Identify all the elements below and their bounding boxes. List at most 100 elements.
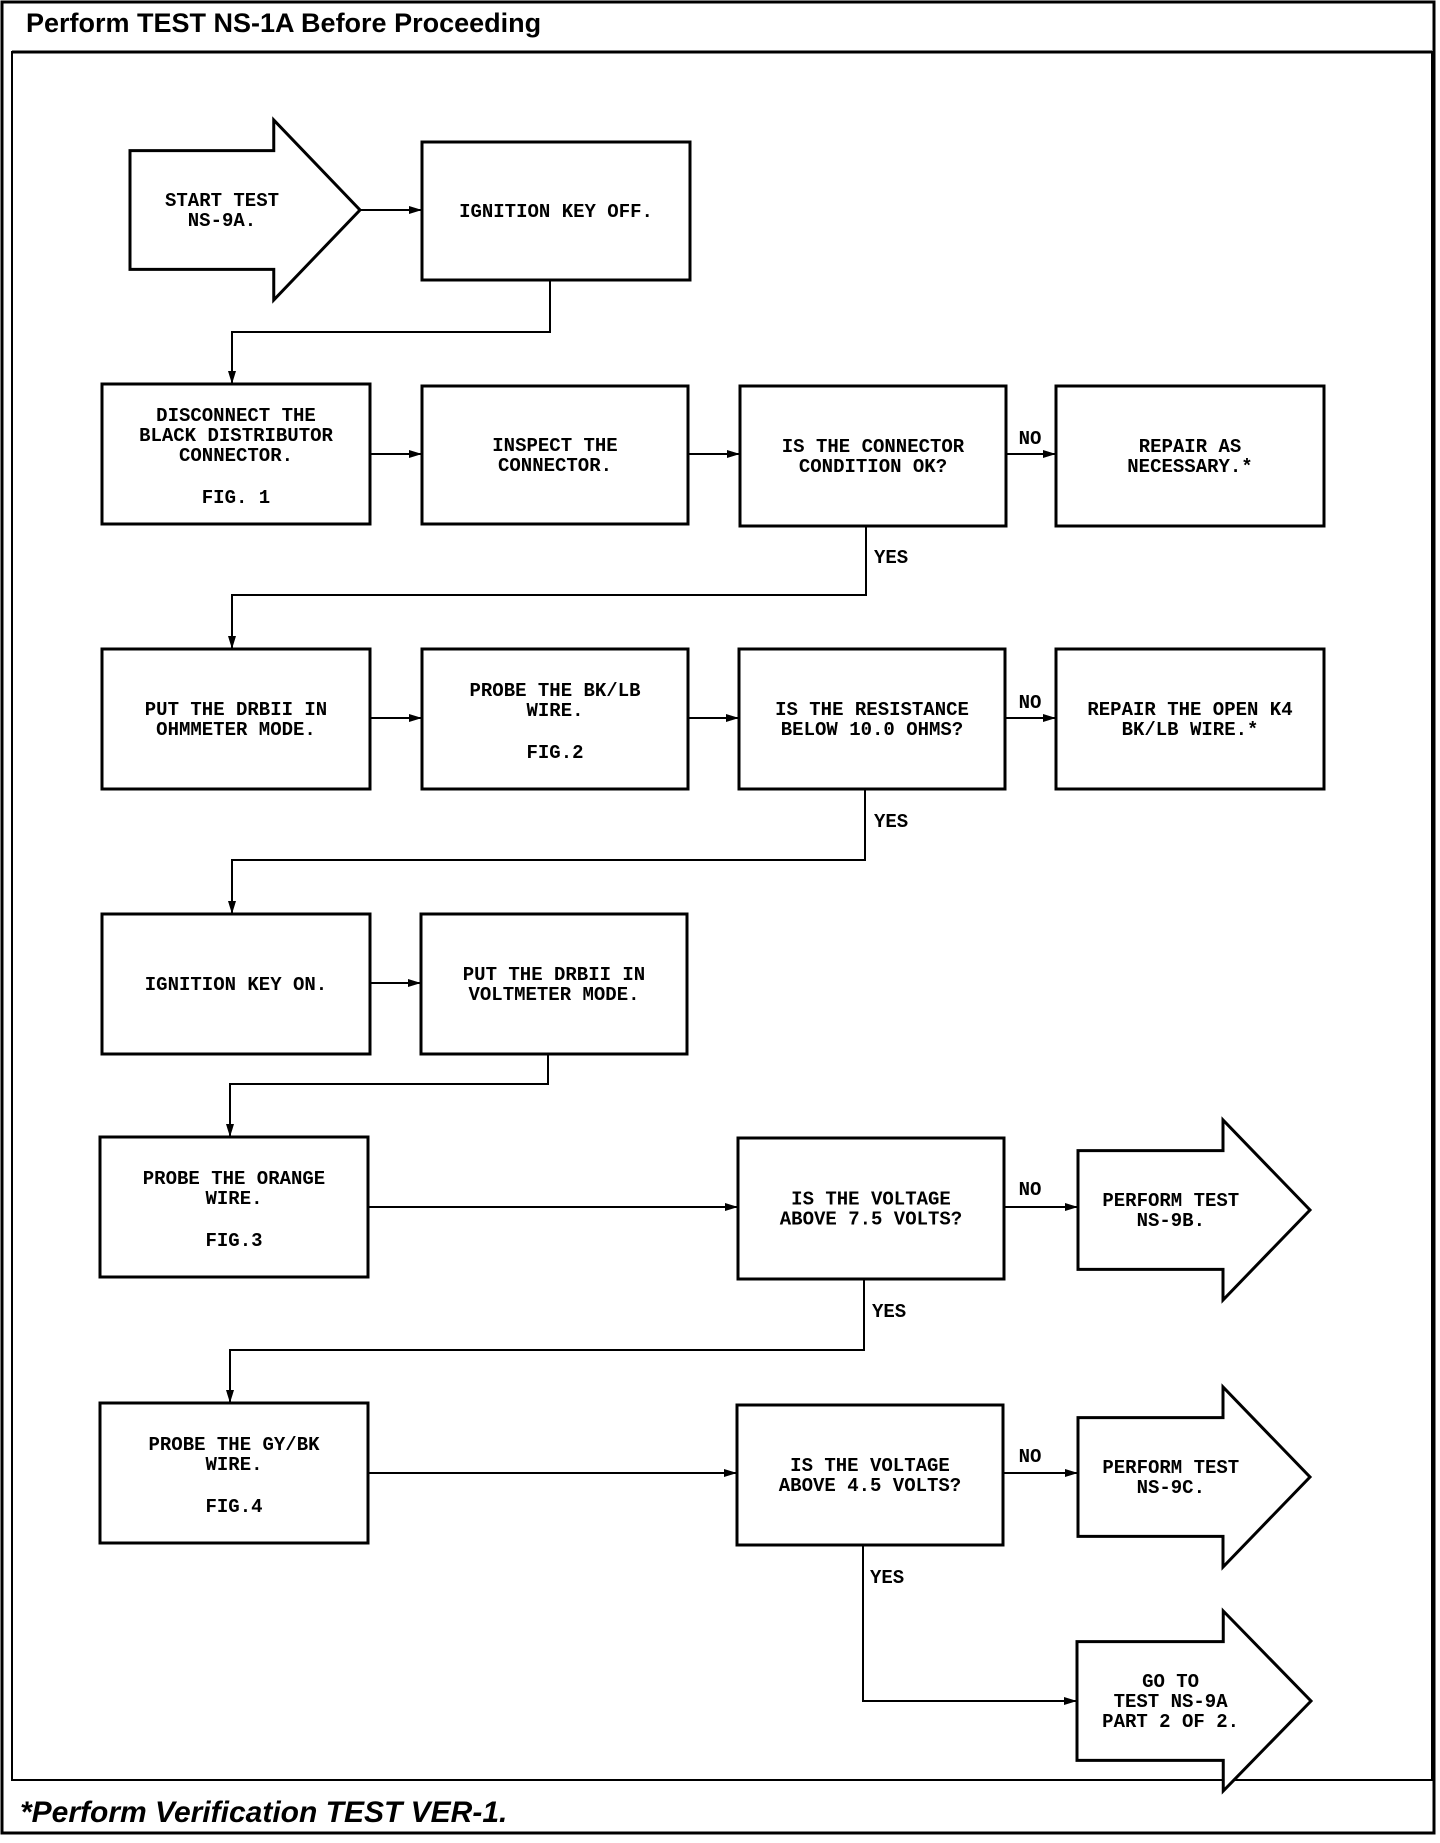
edge-label: YES xyxy=(872,1301,906,1323)
node-label: TEST NS-9A xyxy=(1114,1691,1229,1713)
edge-label: YES xyxy=(874,547,908,569)
edge-q-volt45-to-goto-9a2: YES xyxy=(862,1545,1077,1705)
connector-line xyxy=(228,280,551,384)
box-shape xyxy=(737,647,1007,791)
figure-reference: FIG.4 xyxy=(205,1496,262,1518)
node-label: START TEST xyxy=(165,190,279,212)
node-label: NS-9C. xyxy=(1137,1477,1205,1499)
figure-reference: FIG.3 xyxy=(205,1230,262,1252)
edge-label: NO xyxy=(1019,1179,1042,1201)
node-label: NS-9A. xyxy=(188,210,256,232)
arrow-shape xyxy=(1076,1116,1313,1304)
edge-label: NO xyxy=(1019,1446,1042,1468)
box-shape xyxy=(100,912,372,1056)
node-label: GO TO xyxy=(1142,1671,1199,1693)
figure-reference: FIG.2 xyxy=(526,742,583,764)
node-key-off: IGNITION KEY OFF. xyxy=(420,140,692,282)
node-label: IS THE CONNECTOR xyxy=(782,436,965,458)
node-label: CONDITION OK? xyxy=(799,456,947,478)
node-label: INSPECT THE xyxy=(492,435,617,457)
connector-line xyxy=(226,1054,549,1137)
node-label: DISCONNECT THE xyxy=(156,405,316,427)
box-shape xyxy=(1054,647,1326,791)
node-label: IS THE VOLTAGE xyxy=(791,1189,951,1211)
node-label: WIRE. xyxy=(526,700,583,722)
node-label: PUT THE DRBII IN xyxy=(463,964,645,986)
node-label: IS THE VOLTAGE xyxy=(790,1455,950,1477)
node-label: CONNECTOR. xyxy=(498,455,612,477)
arrow-shape xyxy=(1075,1607,1314,1795)
edge-q-volt75-to-test-9b: NO xyxy=(1004,1179,1078,1211)
node-label: ABOVE 7.5 VOLTS? xyxy=(780,1209,962,1231)
edge-q-resistance-to-repair-open: NO xyxy=(1005,692,1056,722)
edge-q-resistance-to-key-on: YES xyxy=(228,789,908,914)
node-label: BK/LB WIRE.* xyxy=(1122,719,1259,741)
node-label: IGNITION KEY OFF. xyxy=(459,201,653,223)
node-label: WIRE. xyxy=(205,1454,262,1476)
box-shape xyxy=(100,647,372,791)
content-border xyxy=(11,51,1433,1781)
node-label: IS THE RESISTANCE xyxy=(775,699,969,721)
node-label: NECESSARY.* xyxy=(1127,456,1252,478)
footer-note: *Perform Verification TEST VER-1. xyxy=(20,1796,508,1829)
connector-line xyxy=(226,1279,865,1403)
node-label: CONNECTOR. xyxy=(179,445,293,467)
node-label: PERFORM TEST xyxy=(1102,1457,1239,1479)
edge-q-connector-to-ohm-mode: YES xyxy=(228,526,908,649)
node-label: BLACK DISTRIBUTOR xyxy=(139,425,333,447)
node-label: PROBE THE GY/BK xyxy=(148,1434,320,1456)
edge-q-volt75-to-probe-gybk: YES xyxy=(226,1279,906,1403)
box-shape xyxy=(1054,384,1326,528)
node-label: PUT THE DRBII IN xyxy=(145,699,327,721)
box-shape xyxy=(738,384,1008,528)
node-label: REPAIR AS xyxy=(1139,436,1242,458)
edge-q-volt45-to-test-9c: NO xyxy=(1003,1446,1078,1477)
node-label: PART 2 OF 2. xyxy=(1102,1711,1239,1733)
edge-label: NO xyxy=(1019,428,1042,450)
node-label: BELOW 10.0 OHMS? xyxy=(781,719,963,741)
edge-label: YES xyxy=(874,811,908,833)
box-shape xyxy=(420,647,690,791)
node-label: REPAIR THE OPEN K4 xyxy=(1087,699,1292,721)
connector-line xyxy=(228,526,867,649)
box-shape xyxy=(420,140,692,282)
box-shape xyxy=(736,1136,1006,1281)
edge-q-connector-to-repair-nec: NO xyxy=(1006,428,1056,458)
node-label: WIRE. xyxy=(205,1188,262,1210)
connector-line xyxy=(228,789,866,914)
edge-volt-mode-to-probe-orange xyxy=(226,1054,549,1137)
edge-key-off-to-disconnect xyxy=(228,280,551,384)
edge-label: YES xyxy=(870,1567,904,1589)
figure-reference: FIG. 1 xyxy=(202,487,270,509)
node-label: OHMMETER MODE. xyxy=(156,719,316,741)
node-key-on: IGNITION KEY ON. xyxy=(100,912,372,1056)
node-label: PERFORM TEST xyxy=(1102,1190,1239,1212)
page-title: Perform TEST NS-1A Before Proceeding xyxy=(26,8,542,38)
box-shape xyxy=(100,382,372,526)
edge-label: NO xyxy=(1019,692,1042,714)
arrow-shape xyxy=(1076,1383,1313,1571)
node-label: VOLTMETER MODE. xyxy=(468,984,639,1006)
box-shape xyxy=(419,912,689,1056)
box-shape xyxy=(98,1135,370,1279)
box-shape xyxy=(735,1403,1005,1547)
